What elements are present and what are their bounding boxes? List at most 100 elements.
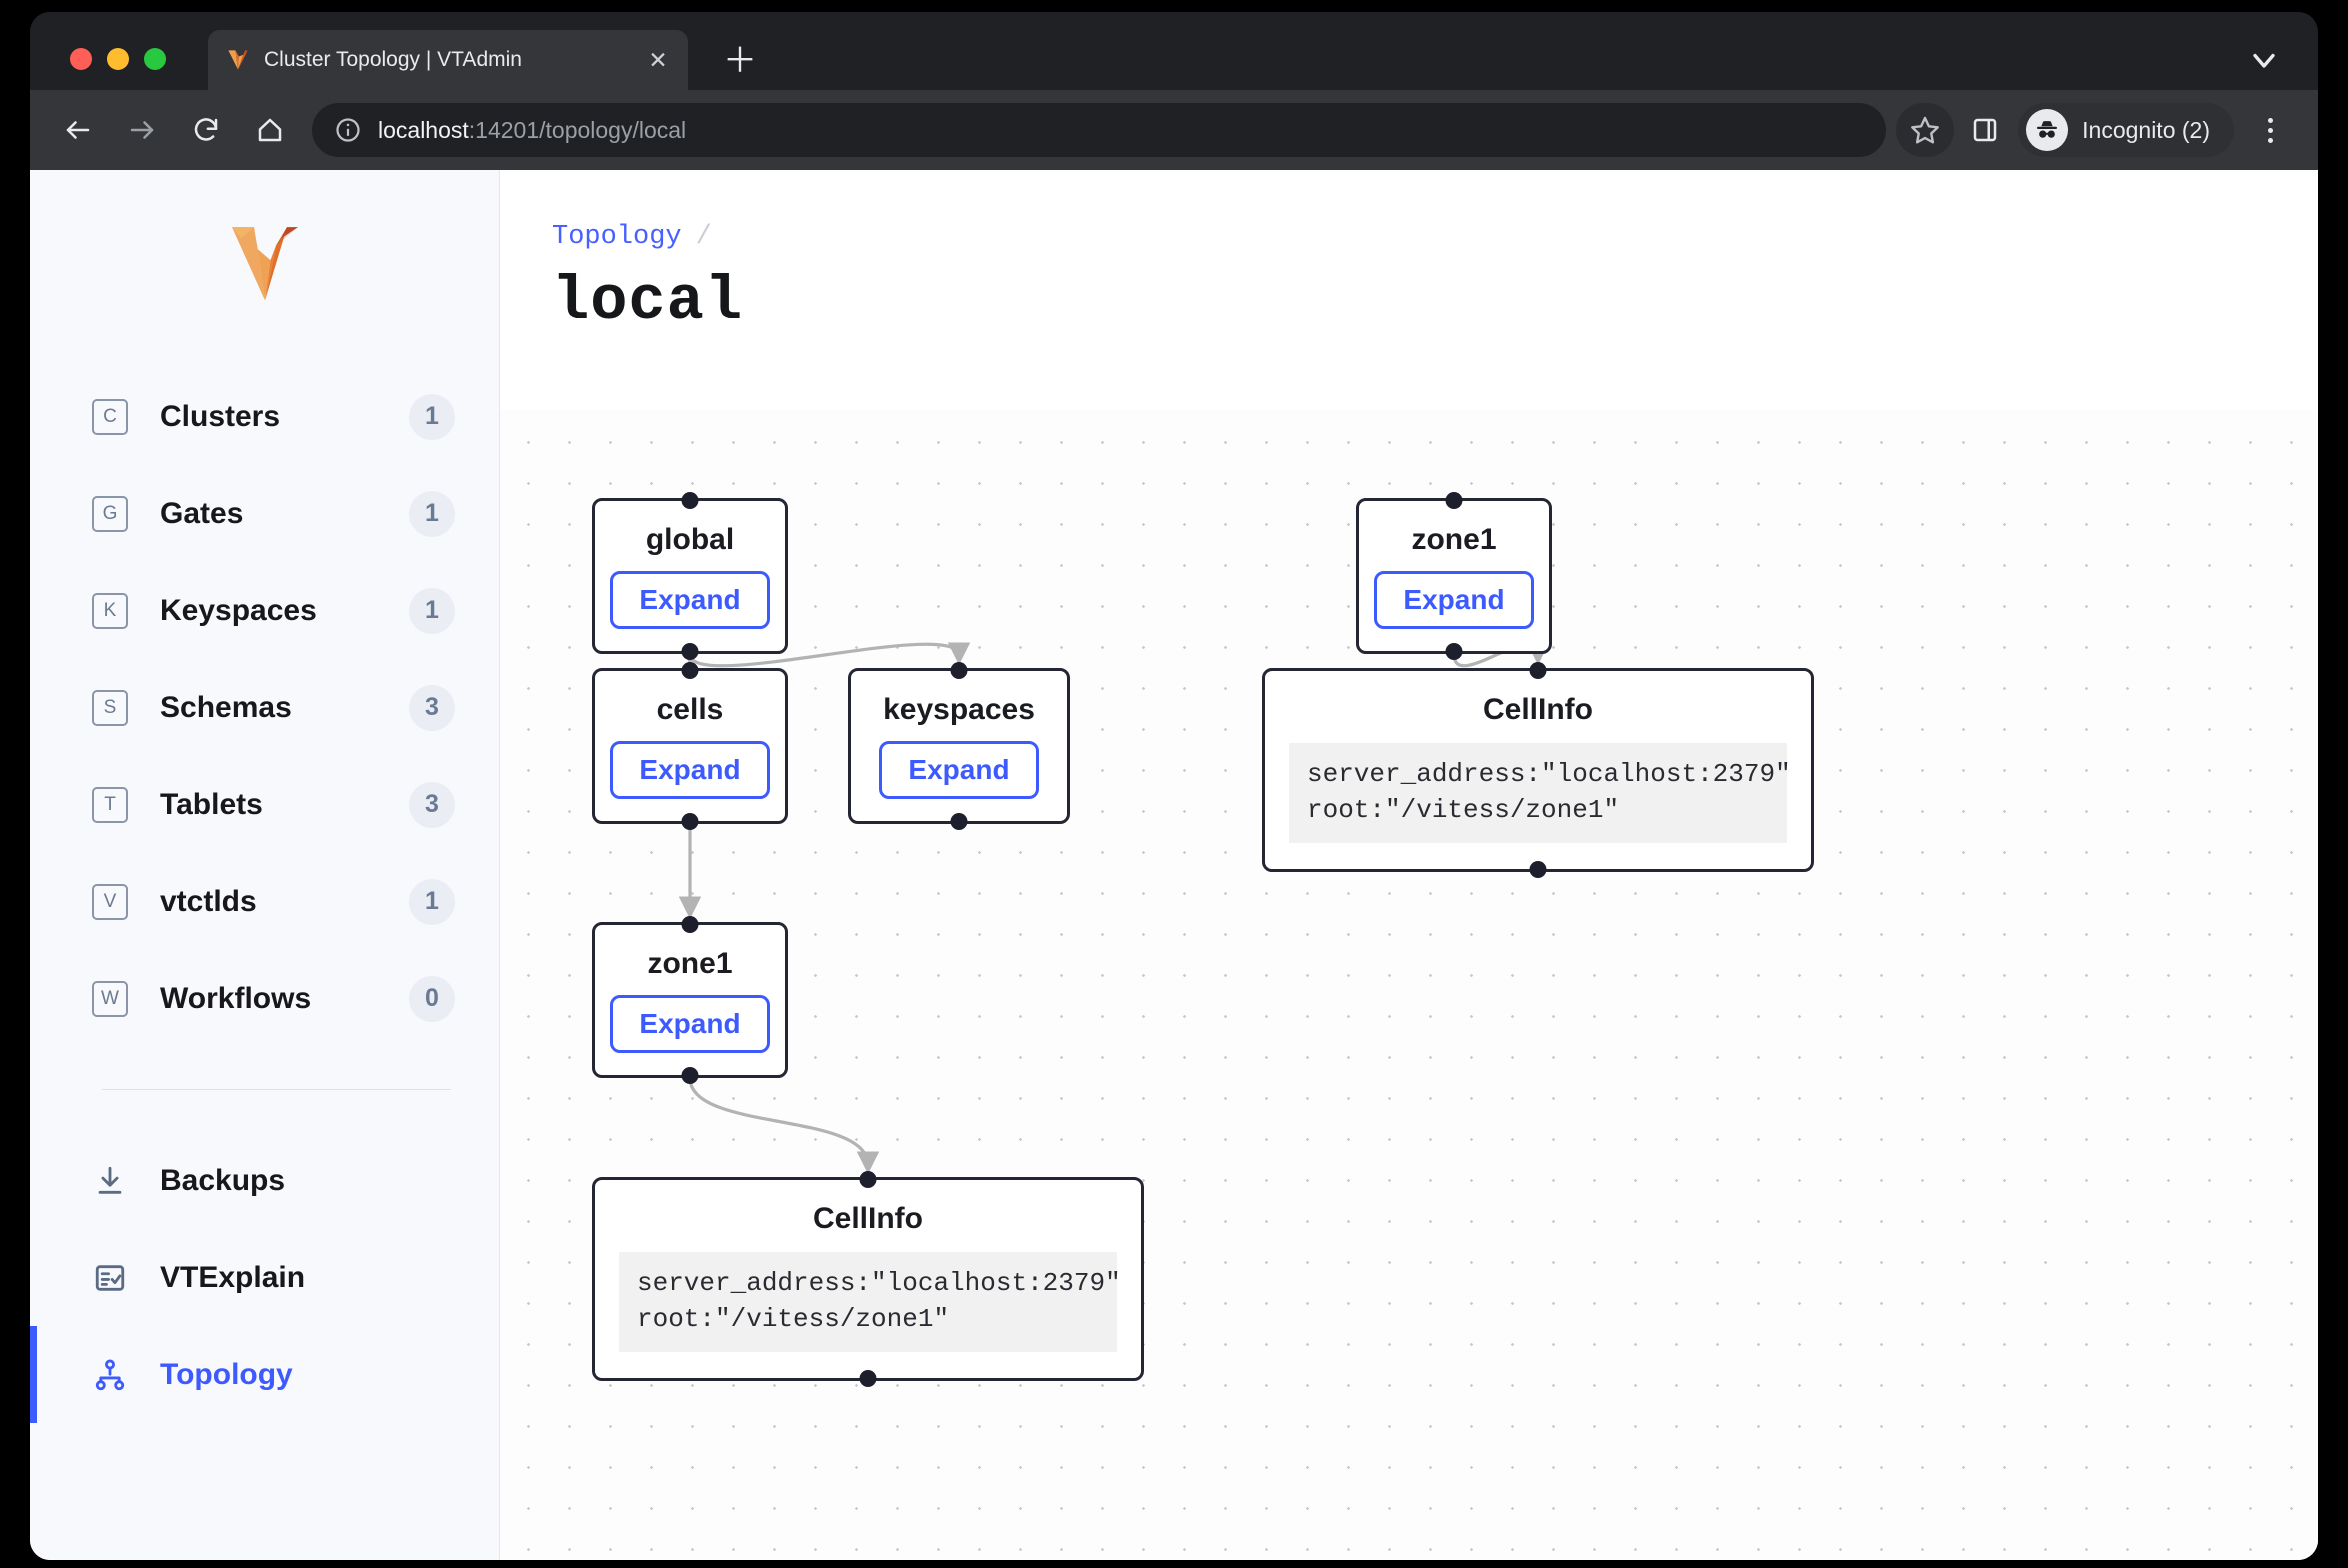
vitess-favicon-icon <box>224 46 252 74</box>
node-handle-top <box>951 662 968 679</box>
sidebar-item-label: Gates <box>160 497 409 531</box>
tab-title: Cluster Topology | VTAdmin <box>264 48 644 72</box>
sidebar-item-tablets[interactable]: T Tablets3 <box>30 756 499 853</box>
reload-icon[interactable] <box>184 108 228 152</box>
node-handle-bottom <box>682 643 699 660</box>
graph-node-keyspaces[interactable]: keyspacesExpand <box>848 668 1070 824</box>
node-handle-top <box>860 1171 877 1188</box>
incognito-icon <box>2026 109 2068 151</box>
node-handle-top <box>682 916 699 933</box>
expand-button[interactable]: Expand <box>610 995 769 1053</box>
home-icon[interactable] <box>248 108 292 152</box>
tab-strip: Cluster Topology | VTAdmin ✕ ＋ <box>30 12 2318 90</box>
sidebar-divider <box>102 1089 451 1090</box>
node-title: zone1 <box>1411 523 1496 557</box>
expand-button[interactable]: Expand <box>610 741 769 799</box>
node-title: CellInfo <box>813 1202 923 1236</box>
sidebar-item-label: Workflows <box>160 982 409 1016</box>
url-text: localhost:14201/topology/local <box>378 117 686 144</box>
sidebar-item-vtexplain[interactable]: VTExplain <box>30 1229 499 1326</box>
expand-button[interactable]: Expand <box>610 571 769 629</box>
window-close-button[interactable] <box>70 48 92 70</box>
download-icon <box>92 1163 128 1199</box>
graph-node-cellinfo-right[interactable]: CellInfoserver_address:"localhost:2379" … <box>1262 668 1814 872</box>
gates-letter-icon: G <box>92 496 128 532</box>
sidebar-item-count: 3 <box>409 782 455 828</box>
sidebar: CClusters1GGates1KKeyspaces1SSchemas3TTa… <box>30 170 500 1560</box>
back-arrow-icon[interactable] <box>56 108 100 152</box>
sidebar-item-gates[interactable]: GGates1 <box>30 465 499 562</box>
active-accent <box>30 756 37 853</box>
chevron-down-icon[interactable] <box>2246 42 2282 78</box>
sidebar-item-label: Clusters <box>160 400 409 434</box>
browser-toolbar: localhost:14201/topology/local I <box>30 90 2318 170</box>
sidebar-item-clusters[interactable]: CClusters1 <box>30 368 499 465</box>
breadcrumb: Topology / <box>552 222 712 252</box>
breadcrumb-separator: / <box>696 222 712 252</box>
page-content: CClusters1GGates1KKeyspaces1SSchemas3TTa… <box>30 170 2318 1560</box>
sidebar-item-vtctlds[interactable]: Vvtctlds1 <box>30 853 499 950</box>
graph-node-zone1-left[interactable]: zone1Expand <box>592 922 788 1078</box>
sidebar-item-count: 3 <box>409 685 455 731</box>
sidebar-item-count: 1 <box>409 879 455 925</box>
node-title: cells <box>657 693 724 727</box>
node-title: zone1 <box>647 947 732 981</box>
side-panel-icon[interactable] <box>1962 107 2008 153</box>
active-accent <box>30 1326 37 1423</box>
tablets-letter-icon: T <box>92 787 128 823</box>
site-info-icon[interactable] <box>334 116 362 144</box>
sidebar-item-label: VTExplain <box>160 1261 455 1295</box>
new-tab-icon[interactable]: ＋ <box>720 42 760 82</box>
address-bar[interactable]: localhost:14201/topology/local <box>312 103 1886 157</box>
bookmark-star-icon[interactable] <box>1896 103 1954 157</box>
keyspaces-letter-icon: K <box>92 593 128 629</box>
graph-node-global[interactable]: globalExpand <box>592 498 788 654</box>
topology-graph-canvas[interactable]: globalExpandcellsExpandkeyspacesExpandzo… <box>500 410 2318 1560</box>
active-accent <box>30 368 37 465</box>
node-handle-bottom <box>682 813 699 830</box>
url-host: localhost <box>378 117 469 143</box>
three-dot-menu-icon[interactable] <box>2248 108 2292 152</box>
sidebar-item-backups[interactable]: Backups <box>30 1132 499 1229</box>
close-icon[interactable]: ✕ <box>644 46 672 74</box>
sidebar-item-label: Schemas <box>160 691 409 725</box>
schemas-letter-icon: S <box>92 690 128 726</box>
node-handle-top <box>682 492 699 509</box>
sidebar-item-count: 1 <box>409 588 455 634</box>
node-title: keyspaces <box>883 693 1035 727</box>
forward-arrow-icon[interactable] <box>120 108 164 152</box>
sidebar-nav-list: CClusters1GGates1KKeyspaces1SSchemas3TTa… <box>30 368 499 1047</box>
sidebar-item-schemas[interactable]: S Schemas3 <box>30 659 499 756</box>
active-accent <box>30 1229 37 1326</box>
node-title: global <box>646 523 734 557</box>
sidebar-item-topology[interactable]: Topology <box>30 1326 499 1423</box>
workflows-letter-icon: W <box>92 981 128 1017</box>
browser-tab[interactable]: Cluster Topology | VTAdmin ✕ <box>208 30 688 90</box>
sidebar-item-keyspaces[interactable]: K Keyspaces1 <box>30 562 499 659</box>
profile-button[interactable]: Incognito (2) <box>2018 103 2234 157</box>
url-path: :14201/topology/local <box>469 117 686 143</box>
node-handle-top <box>682 662 699 679</box>
expand-button[interactable]: Expand <box>879 741 1038 799</box>
browser-window: Cluster Topology | VTAdmin ✕ ＋ <box>30 12 2318 1560</box>
app-logo[interactable] <box>30 218 499 306</box>
expand-button[interactable]: Expand <box>1374 571 1533 629</box>
sidebar-item-workflows[interactable]: WWorkflows0 <box>30 950 499 1047</box>
sidebar-tools-list: BackupsVTExplainTopology <box>30 1132 499 1423</box>
graph-node-cells[interactable]: cellsExpand <box>592 668 788 824</box>
graph-node-zone1-right[interactable]: zone1Expand <box>1356 498 1552 654</box>
breadcrumb-link-topology[interactable]: Topology <box>552 222 682 252</box>
active-accent <box>30 562 37 659</box>
vtctlds-letter-icon: V <box>92 884 128 920</box>
sidebar-item-label: Tablets <box>160 788 409 822</box>
node-handle-top <box>1446 492 1463 509</box>
sidebar-item-count: 1 <box>409 394 455 440</box>
active-accent <box>30 1132 37 1229</box>
page-title: local <box>552 266 743 337</box>
window-maximize-button[interactable] <box>144 48 166 70</box>
graph-node-cellinfo-left[interactable]: CellInfoserver_address:"localhost:2379" … <box>592 1177 1144 1381</box>
window-minimize-button[interactable] <box>107 48 129 70</box>
node-handle-top <box>1530 662 1547 679</box>
node-handle-bottom <box>1446 643 1463 660</box>
sidebar-item-label: Keyspaces <box>160 594 409 628</box>
